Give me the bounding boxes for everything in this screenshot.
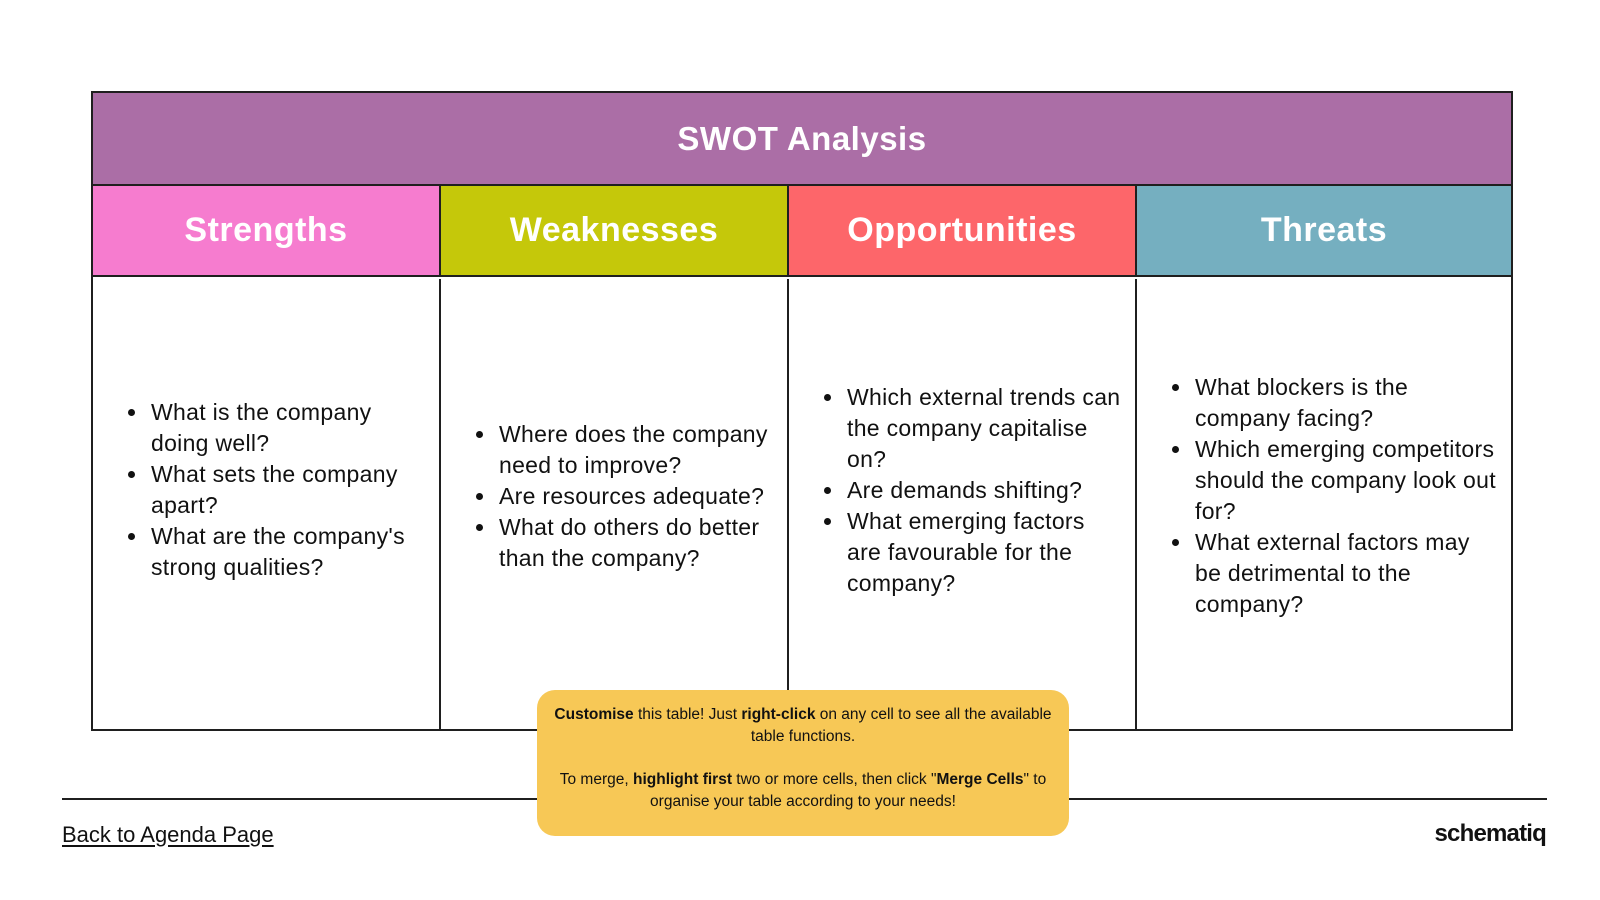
strengths-header[interactable]: Strengths: [93, 186, 441, 277]
list-item: What blockers is the company facing?: [1193, 372, 1501, 434]
list-item: Which emerging competitors should the co…: [1193, 434, 1501, 527]
back-to-agenda-link[interactable]: Back to Agenda Page: [62, 822, 274, 847]
list-item: What sets the company apart?: [149, 459, 429, 521]
weaknesses-header[interactable]: Weaknesses: [441, 186, 789, 277]
list-item: Are demands shifting?: [845, 475, 1125, 506]
list-item: What external factors may be detrimental…: [1193, 527, 1501, 620]
threats-list: What blockers is the company facing? Whi…: [1137, 372, 1511, 620]
list-item: Where does the company need to improve?: [497, 419, 777, 481]
list-item: What are the company's strong qualities?: [149, 521, 429, 583]
note-paragraph-customise: Customise this table! Just right-click o…: [554, 706, 1052, 745]
table-title: SWOT Analysis: [93, 93, 1511, 186]
list-item: Are resources adequate?: [497, 481, 777, 512]
strengths-cell[interactable]: What is the company doing well? What set…: [93, 279, 441, 729]
note-paragraph-merge: To merge, highlight first two or more ce…: [559, 771, 1047, 810]
weaknesses-cell[interactable]: Where does the company need to improve? …: [441, 279, 789, 729]
list-item: What do others do better than the compan…: [497, 512, 777, 574]
opportunities-list: Which external trends can the company ca…: [789, 382, 1135, 599]
strengths-list: What is the company doing well? What set…: [93, 397, 439, 583]
opportunities-cell[interactable]: Which external trends can the company ca…: [789, 279, 1137, 729]
threats-header[interactable]: Threats: [1137, 186, 1511, 277]
brand-logo: schematiq: [1434, 820, 1546, 847]
swot-table: SWOT Analysis Strengths Weaknesses Oppor…: [91, 91, 1513, 731]
opportunities-header[interactable]: Opportunities: [789, 186, 1137, 277]
list-item: What emerging factors are favourable for…: [845, 506, 1125, 599]
weaknesses-list: Where does the company need to improve? …: [441, 419, 787, 574]
instruction-note: Customise this table! Just right-click o…: [537, 690, 1069, 836]
list-item: What is the company doing well?: [149, 397, 429, 459]
threats-cell[interactable]: What blockers is the company facing? Whi…: [1137, 279, 1511, 729]
list-item: Which external trends can the company ca…: [845, 382, 1125, 475]
